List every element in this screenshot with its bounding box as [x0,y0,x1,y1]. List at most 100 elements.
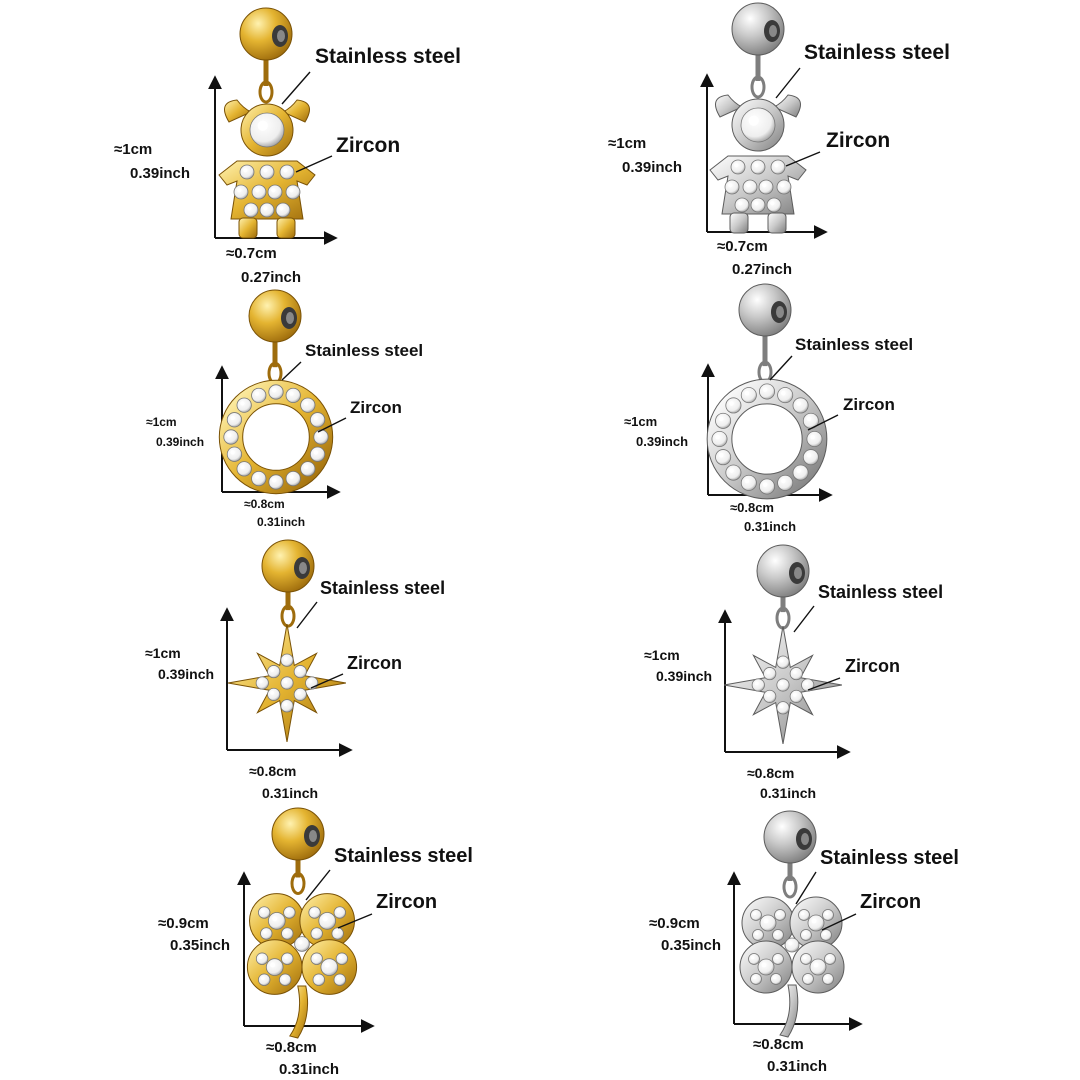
zircon-stone [268,474,284,490]
zircon-stone [751,678,765,692]
zircon-stone [309,446,326,462]
zircon-leader [317,417,347,433]
pigtail [224,99,253,123]
zircon-stone [740,474,757,491]
zircon-stone [772,953,784,965]
zircon-leader [337,913,373,929]
material-label: Stainless steel [320,578,446,599]
height-cm-label: ≈1cm [624,414,658,430]
height-cm-label: ≈1cm [146,415,177,430]
zircon-stone [294,936,310,952]
width-cm-label: ≈0.8cm [753,1035,804,1053]
zircon-stone [312,973,325,986]
zircon-stone [249,112,285,148]
zircon-stone [308,906,321,919]
stopper-bead [738,283,792,337]
zircon-stone [226,412,243,428]
material-leader [769,355,793,381]
zircon-stone [226,446,243,462]
zircon-stone [750,197,766,213]
zircon-label: Zircon [376,890,438,913]
stopper-bead [731,2,785,56]
zircon-stone [792,397,809,414]
zircon-stone [789,689,803,703]
zircon-stone [267,687,281,701]
zircon-stone [789,667,803,681]
zircon-stone [279,973,292,986]
stopper-bead [271,807,325,861]
width-cm-label: ≈0.8cm [747,764,795,781]
material-label: Stainless steel [315,44,461,68]
stopper-bead [239,7,293,61]
zircon-stone [265,958,284,976]
leg [238,217,258,239]
zircon-stone [763,689,777,703]
zircon-stone [335,952,349,965]
zircon-stone [285,387,301,404]
height-inch-label: 0.39inch [158,665,215,682]
width-cm-label: ≈0.8cm [266,1038,317,1056]
height-cm-label: ≈1cm [608,134,647,152]
width-inch-label: 0.31inch [767,1057,828,1075]
charm-circle-gold [215,342,347,499]
width-inch-label: 0.31inch [744,519,797,535]
zircon-stone [806,430,823,447]
zircon-stone [333,973,346,986]
zircon-stone [281,927,294,940]
zircon-stone [820,929,832,941]
height-cm-label: ≈1cm [114,140,153,158]
height-cm-label: ≈1cm [644,646,680,663]
zircon-stone [776,678,790,692]
width-inch-label: 0.27inch [241,268,302,286]
zircon-stone [331,927,344,940]
zircon-stone [259,202,275,218]
zircon-stone [742,179,758,195]
zircon-stone [807,914,825,932]
zircon-label: Zircon [336,133,401,157]
zircon-stone [759,383,776,400]
zircon-leader [821,913,857,931]
zircon-stone [740,107,776,143]
zircon-stone [239,164,255,180]
zircon-stone [223,429,239,445]
zircon-stone [259,164,275,180]
zircon-stone [798,909,810,921]
pigtail [281,99,310,123]
zircon-stone [283,906,296,919]
width-cm-label: ≈0.7cm [717,237,768,255]
charm-girl-silver [700,55,828,239]
zircon-stone [233,184,249,200]
zircon-stone [251,470,267,487]
zircon-stone [268,384,284,400]
zircon-stone [734,197,750,213]
zircon-stone [750,909,762,921]
width-inch-label: 0.27inch [732,260,793,278]
height-inch-label: 0.39inch [156,435,205,450]
charm-star-gold [220,592,353,757]
zircon-stone [777,387,794,404]
zircon-stone [772,929,784,941]
zircon-stone [822,909,834,921]
jump-ring [290,872,306,895]
material-label: Stainless steel [818,582,944,603]
charm-girl-gold [208,60,338,245]
height-inch-label: 0.39inch [656,667,713,684]
jump-ring [750,75,766,99]
zircon-stone [285,470,301,487]
zircon-stone [236,461,252,477]
jump-ring [258,80,274,104]
zircon-stone [293,687,307,701]
zircon-stone [824,953,836,965]
width-inch-label: 0.31inch [279,1060,340,1078]
jump-ring [280,604,296,628]
zircon-stone [260,927,273,940]
zircon-stone [715,412,732,429]
zircon-stone [267,665,281,679]
zircon-stone [766,197,782,213]
height-cm-label: ≈0.9cm [158,914,209,932]
width-inch-label: 0.31inch [760,784,817,801]
zircon-stone [752,929,764,941]
zircon-stone [279,164,295,180]
stopper-bead [763,810,817,864]
zircon-stone [255,676,269,690]
